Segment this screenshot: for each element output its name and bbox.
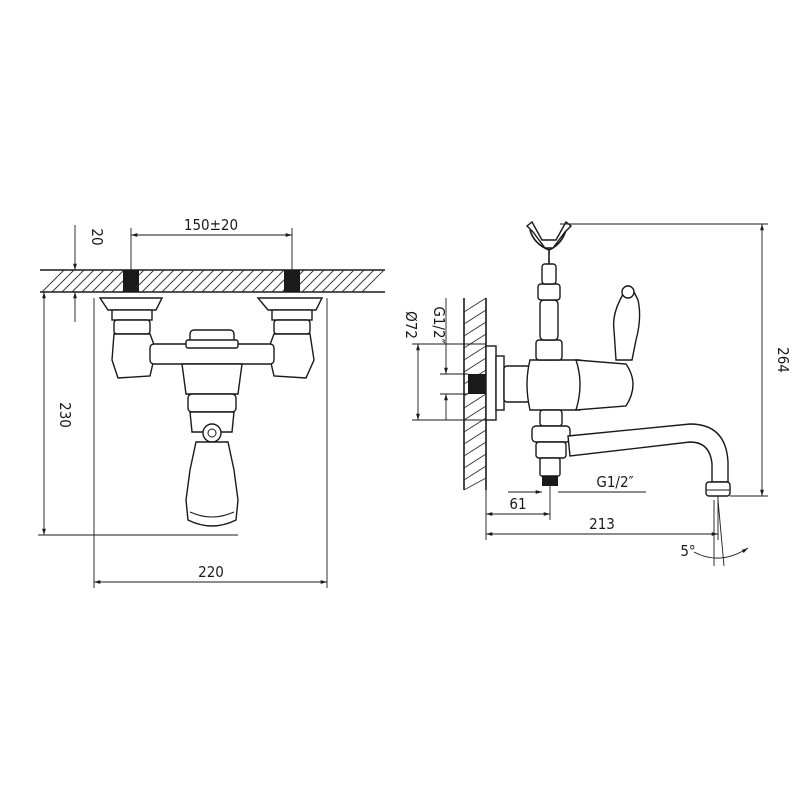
front-dimensions: 150±20 20 230 220 <box>38 216 328 588</box>
dim-wall-offset-label: 20 <box>88 228 106 245</box>
dim-height-label-side: 264 <box>774 347 792 373</box>
dim-inlet-thread-label: G1/2″ <box>430 306 448 343</box>
front-view: 150±20 20 230 220 <box>38 216 385 588</box>
front-faucet-body <box>98 297 324 527</box>
dim-outlet-offset-label: 61 <box>509 495 526 513</box>
dim-angle-label: 5° <box>680 542 695 560</box>
dim-height-label: 230 <box>56 402 74 428</box>
front-wall-hatch <box>40 269 385 293</box>
dim-width-label: 220 <box>198 563 224 581</box>
right-inlet-stud <box>284 270 300 292</box>
dim-reach-label: 213 <box>589 515 615 533</box>
side-view: Ø72 G1/2″ G1/2″ 61 213 264 <box>402 220 792 567</box>
dim-diameter-label: Ø72 <box>402 311 420 339</box>
side-inlet-stud <box>468 374 486 394</box>
dim-centers-label: 150±20 <box>184 216 238 234</box>
side-faucet-body <box>485 220 731 497</box>
side-outlet-thread <box>542 476 558 486</box>
side-dimensions: Ø72 G1/2″ G1/2″ 61 213 264 <box>402 223 792 567</box>
dim-outlet-thread-label: G1/2″ <box>596 473 633 491</box>
left-inlet-stud <box>123 270 139 292</box>
